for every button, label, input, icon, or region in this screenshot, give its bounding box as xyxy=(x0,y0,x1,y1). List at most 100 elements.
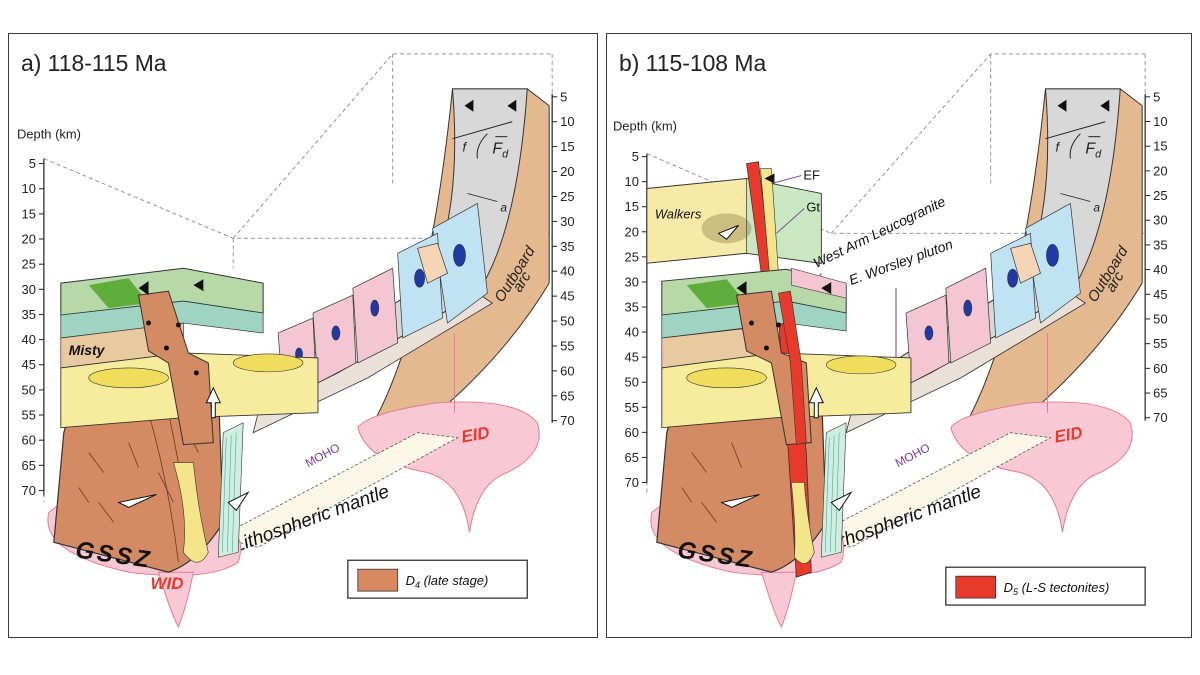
depth-tick-label: 40 xyxy=(1153,262,1167,277)
depth-tick-label: 20 xyxy=(625,224,639,239)
thrust-marker xyxy=(507,99,517,112)
shear-arrow-2 xyxy=(830,491,853,512)
pivot-dots xyxy=(146,320,199,376)
depth-axis-label: Depth (km) xyxy=(17,127,81,142)
thrust-marker xyxy=(464,99,474,112)
walkers-shear-arrow xyxy=(717,224,739,241)
legend-swatch xyxy=(357,568,399,592)
pluton-lens-2 xyxy=(232,353,304,373)
yellow-intrusion xyxy=(791,482,815,564)
depth-axis-label: Depth (km) xyxy=(613,119,677,134)
strain-planes xyxy=(277,202,488,396)
depth-tick-label: 30 xyxy=(625,274,639,289)
mylonite-lines xyxy=(824,432,840,553)
f-angle-arc xyxy=(1069,133,1081,159)
panel-a-title: a) 118-115 Ma xyxy=(21,50,167,76)
pluton-lens xyxy=(686,367,767,389)
depth-tick-label: 5 xyxy=(29,156,36,171)
panel-b-diagram: b) 115-108 Ma Depth (km) 5 10 15 20 25 30 35 40… xyxy=(613,50,1168,629)
depth-tick-label: 55 xyxy=(560,338,574,353)
f-label: f xyxy=(1055,140,1060,155)
pink-pluton xyxy=(791,267,847,299)
depth-tick-label: 60 xyxy=(625,425,639,440)
depth-tick-label: 10 xyxy=(22,181,36,196)
depth-tick-label: 55 xyxy=(1153,336,1167,351)
panel-b-title: b) 115-108 Ma xyxy=(619,50,767,76)
depth-tick-label: 25 xyxy=(625,249,639,264)
f-angle-arc xyxy=(476,133,488,159)
depth-tick-label: 65 xyxy=(1153,386,1167,401)
moho-label: MOHO xyxy=(893,440,932,470)
depth-tick-label: 65 xyxy=(560,388,574,403)
thrust-marker xyxy=(821,282,832,295)
wid-feeder xyxy=(157,571,194,629)
depth-tick-label: 20 xyxy=(560,164,574,179)
depth-tick-label: 70 xyxy=(1153,410,1167,425)
depth-tick-label: 15 xyxy=(625,199,639,214)
depth-tick-label: 50 xyxy=(625,375,639,390)
depth-tick-label: 10 xyxy=(560,114,574,129)
depth-tick-label: 40 xyxy=(625,325,639,340)
a-line xyxy=(1060,193,1091,202)
depth-tick-label: 15 xyxy=(1153,139,1167,154)
depth-tick-label: 35 xyxy=(22,307,36,322)
yellow-intrusion xyxy=(173,462,209,563)
depth-tick-label: 30 xyxy=(1153,213,1167,228)
depth-tick-label: 55 xyxy=(625,400,639,415)
depth-tick-label: 5 xyxy=(560,89,567,104)
depth-tick-label: 40 xyxy=(22,332,36,347)
dark-green-unit xyxy=(88,278,149,309)
legend-swatch xyxy=(955,575,997,599)
depth-tick-label: 65 xyxy=(625,450,639,465)
depth-tick-label: 15 xyxy=(560,139,574,154)
depth-tick-label: 15 xyxy=(22,206,36,221)
shear-arrow-2 xyxy=(227,491,250,512)
depth-tick-label: 25 xyxy=(22,257,36,272)
legend-label: D5 (L-S tectonites) xyxy=(1004,580,1110,597)
fd-label: Fd xyxy=(492,141,509,161)
depth-tick-label: 45 xyxy=(22,357,36,372)
thrust-marker xyxy=(736,281,747,296)
depth-tick-label: 60 xyxy=(22,433,36,448)
depth-tick-label: 50 xyxy=(1153,311,1167,326)
uplift-arrow xyxy=(808,386,825,419)
a-label: a xyxy=(500,200,507,214)
depth-tick-label: 70 xyxy=(625,475,639,490)
pluton-lens xyxy=(88,367,169,389)
eid-magma xyxy=(357,401,540,533)
wid-feeder xyxy=(760,571,797,629)
depth-tick-label: 60 xyxy=(560,363,574,378)
central-shear-zone xyxy=(735,290,812,446)
thrust-marker xyxy=(193,279,204,292)
misty-label: Misty xyxy=(69,342,106,358)
depth-tick-label: 60 xyxy=(1153,361,1167,376)
depth-tick-label: 50 xyxy=(560,314,574,329)
depth-tick-label: 35 xyxy=(625,300,639,315)
ef-leader xyxy=(771,175,802,184)
depth-tick-label: 10 xyxy=(1153,114,1167,129)
walkers-shadow xyxy=(701,213,752,244)
lithospheric-mantle-band xyxy=(217,432,459,548)
depth-tick-label: 70 xyxy=(22,483,36,498)
mylonite-zone xyxy=(217,422,244,558)
wid-label: WID xyxy=(151,574,184,593)
depth-tick-label: 5 xyxy=(632,149,639,164)
fd-line xyxy=(1045,121,1106,140)
d5-upper-band xyxy=(778,290,807,445)
panel-b: b) 115-108 Ma Depth (km) 5 10 15 20 25 30 35 40… xyxy=(606,33,1192,638)
uplift-arrow xyxy=(205,386,222,419)
ef-label: EF xyxy=(803,168,820,183)
gt-leader xyxy=(776,208,805,234)
moho-label: MOHO xyxy=(303,440,342,470)
depth-tick-label: 45 xyxy=(1153,287,1167,302)
shear-arrow xyxy=(720,493,760,508)
fd-label: Fd xyxy=(1085,141,1102,161)
depth-tick-label: 30 xyxy=(22,282,36,297)
depth-tick-label: 65 xyxy=(22,458,36,473)
thrust-marker xyxy=(1057,99,1067,112)
eid-label: EID xyxy=(1053,423,1084,447)
